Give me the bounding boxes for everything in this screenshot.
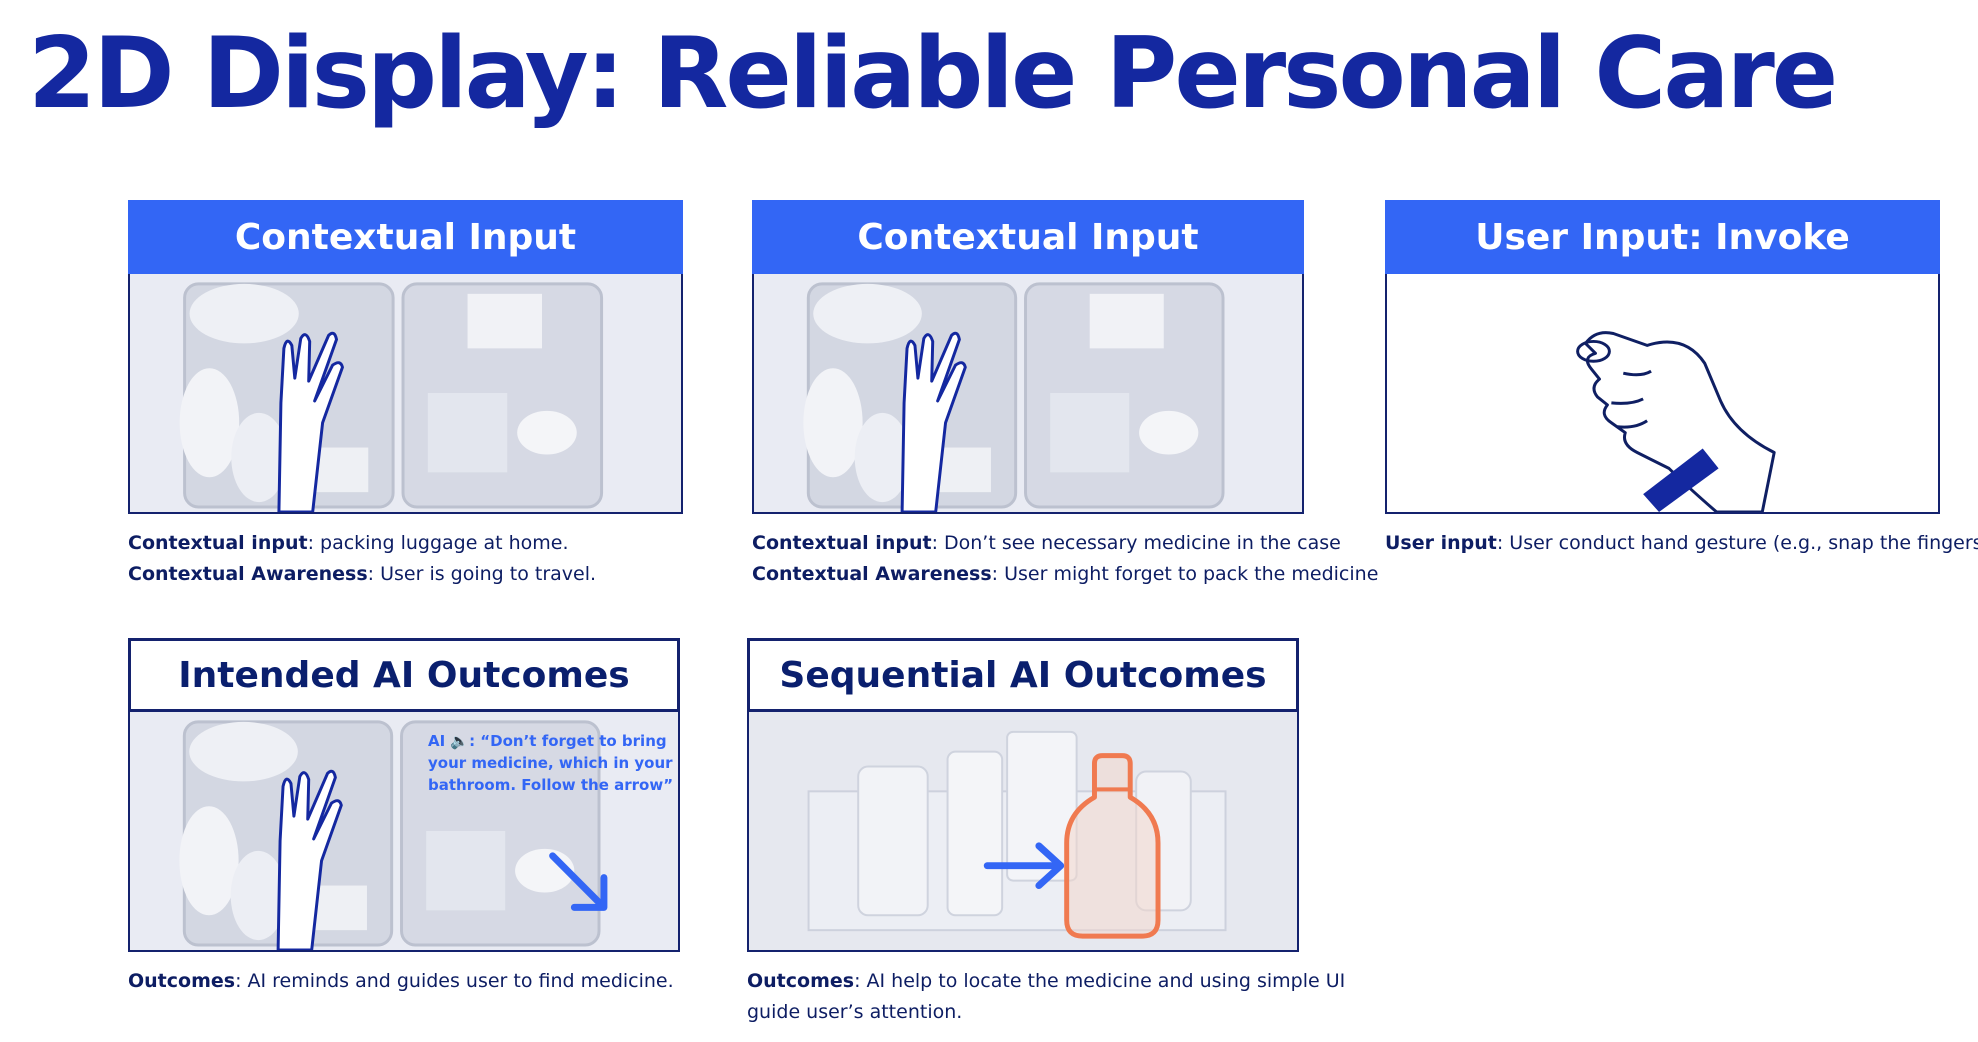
luggage-photo: AI 🔈: “Don’t forget to bring your medici…: [128, 712, 680, 952]
luggage-illustration: [130, 712, 678, 950]
hand-outline-icon: [900, 331, 967, 512]
panel-header: Contextual Input: [752, 200, 1304, 274]
panel-caption: Outcomes: AI reminds and guides user to …: [128, 970, 674, 992]
panel-intended-ai-outcomes: Intended AI Outcomes AI 🔈: “Don’t forget…: [128, 638, 680, 997]
diagonal-arrow-icon: [549, 852, 608, 911]
panel-user-input-invoke: User Input: Invoke User input: User cond…: [1385, 200, 1978, 559]
panel-contextual-input-1: Contextual Input Contextual input: packi…: [128, 200, 683, 590]
panel-header: Sequential AI Outcomes: [747, 638, 1299, 712]
right-arrow-icon: [983, 842, 1065, 890]
hand-outline-icon: [276, 769, 343, 950]
panel-caption: Contextual input: Don’t see necessary me…: [752, 532, 1379, 585]
panel-header: User Input: Invoke: [1385, 200, 1940, 274]
panel-caption: Outcomes: AI help to locate the medicine…: [747, 970, 1346, 1023]
hand-outline-icon: [277, 331, 344, 512]
gesture-frame: [1385, 274, 1940, 514]
panel-sequential-ai-outcomes: Sequential AI Outcomes Outcomes: AI help…: [747, 638, 1346, 1028]
snap-gesture-hand-icon: [1576, 331, 1776, 512]
luggage-photo: [752, 274, 1304, 514]
panel-caption: User input: User conduct hand gesture (e…: [1385, 532, 1978, 554]
panel-header: Contextual Input: [128, 200, 683, 274]
luggage-illustration: [754, 274, 1302, 512]
bathroom-shelf-photo: [747, 712, 1299, 952]
page-title: 2D Display: Reliable Personal Care: [28, 17, 1838, 131]
luggage-illustration: [130, 274, 681, 512]
panel-contextual-input-2: Contextual Input Contextual input: Don’t…: [752, 200, 1379, 590]
ai-voice-message: AI 🔈: “Don’t forget to bring your medici…: [428, 732, 674, 794]
wristband-icon: [1643, 448, 1719, 512]
luggage-photo: [128, 274, 683, 514]
panel-header: Intended AI Outcomes: [128, 638, 680, 712]
panel-caption: Contextual input: packing luggage at hom…: [128, 532, 597, 585]
medicine-bottle-highlight-icon: [1064, 753, 1161, 939]
